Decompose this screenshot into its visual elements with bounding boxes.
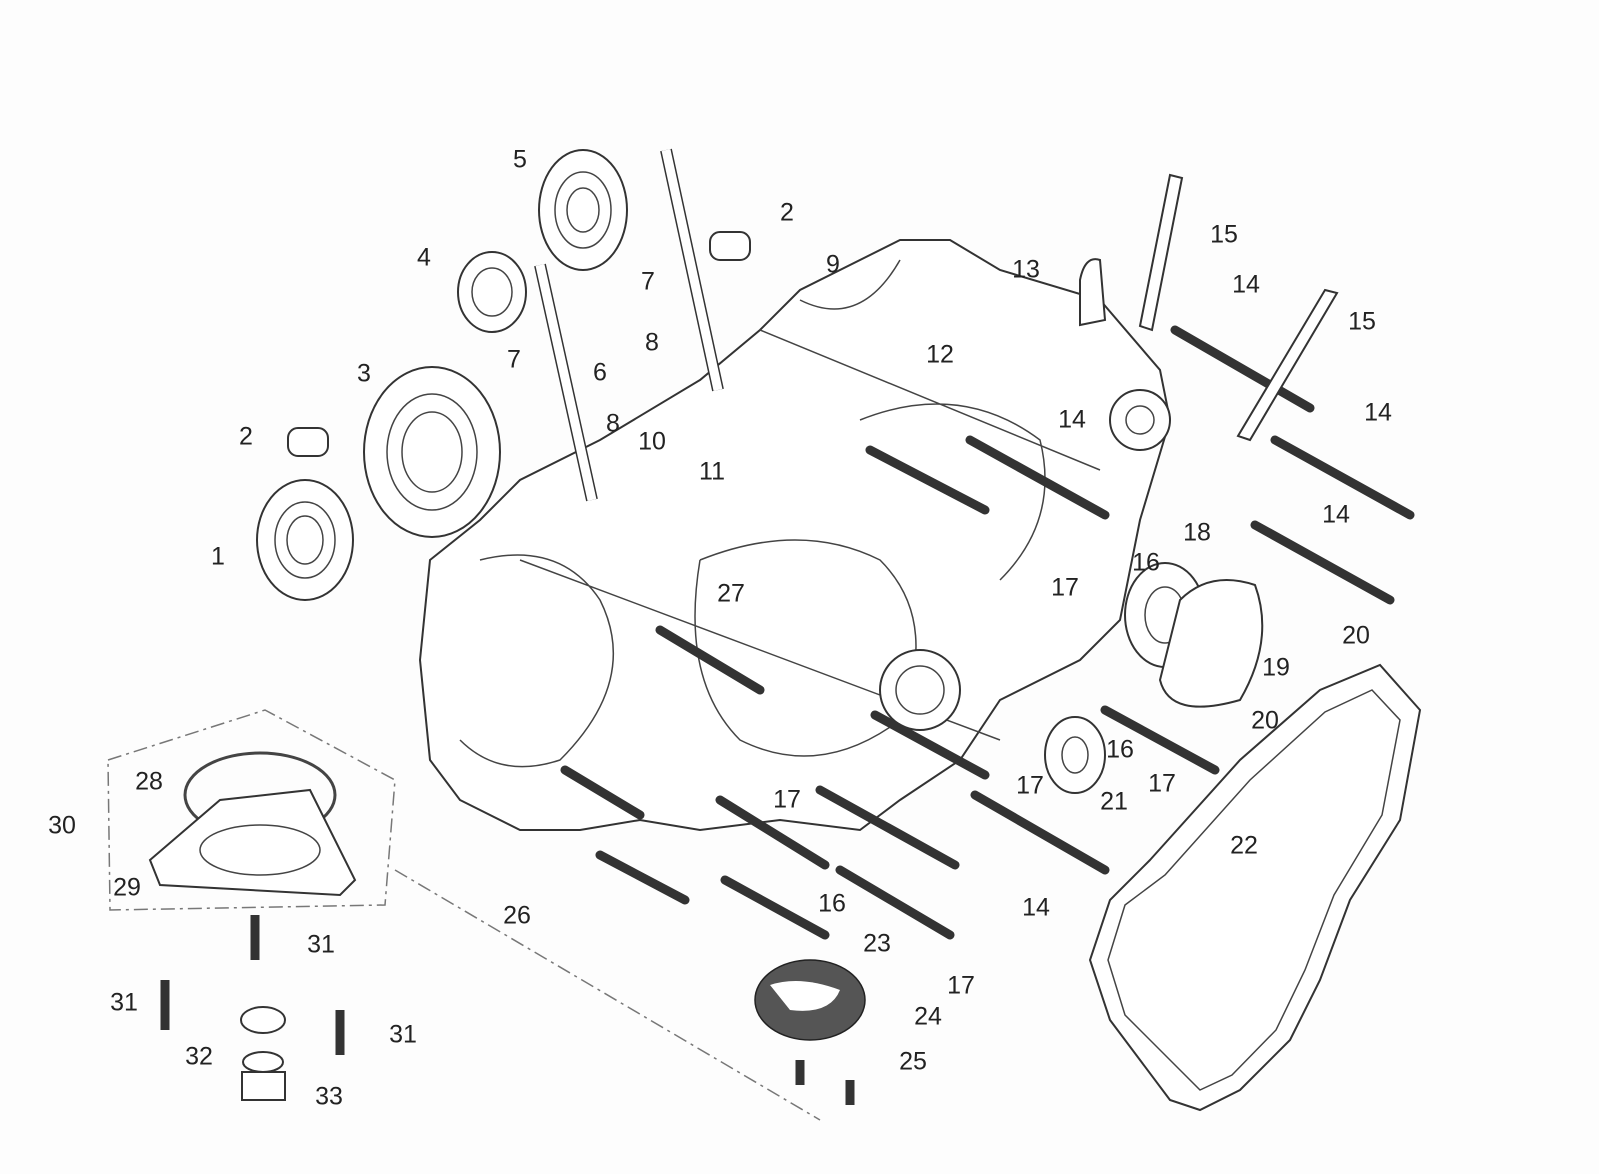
callout-9: 9	[826, 250, 840, 279]
bolts	[560, 325, 1415, 940]
assembly-boundary	[107, 709, 396, 911]
callout-17: 17	[773, 785, 801, 814]
callout-14: 14	[1364, 398, 1392, 427]
callout-2: 2	[239, 422, 253, 451]
callout-28: 28	[135, 767, 163, 796]
bearing-4	[457, 251, 527, 333]
bearing-3	[363, 366, 501, 538]
callout-23: 23	[863, 929, 891, 958]
callout-6: 6	[593, 358, 607, 387]
callout-13: 13	[1012, 255, 1040, 284]
callout-18: 18	[1183, 518, 1211, 547]
stud	[535, 264, 597, 501]
callout-15: 15	[1210, 220, 1238, 249]
callout-17: 17	[947, 971, 975, 1000]
callout-26: 26	[503, 901, 531, 930]
washer	[240, 1006, 286, 1034]
callout-1: 1	[211, 542, 225, 571]
dipstick	[1138, 173, 1184, 332]
bearing-1	[256, 479, 354, 601]
callout-20: 20	[1342, 621, 1370, 650]
gasket	[1088, 663, 1422, 1112]
callout-17: 17	[1148, 769, 1176, 798]
callout-20: 20	[1251, 706, 1279, 735]
callout-16: 16	[1106, 735, 1134, 764]
callout-30: 30	[48, 811, 76, 840]
callout-12: 12	[926, 340, 954, 369]
callout-32: 32	[185, 1042, 213, 1071]
callout-31: 31	[110, 988, 138, 1017]
callout-21: 21	[1100, 787, 1128, 816]
plate	[1158, 579, 1264, 708]
breather-fitting	[1079, 258, 1107, 327]
callout-5: 5	[513, 145, 527, 174]
bearing-5	[538, 149, 628, 271]
dowel-pin	[709, 231, 751, 261]
callout-16: 16	[1132, 548, 1160, 577]
crankcase	[418, 239, 1172, 832]
dowel-pin	[287, 427, 329, 457]
callout-19: 19	[1262, 653, 1290, 682]
callout-31: 31	[389, 1020, 417, 1049]
callout-16: 16	[818, 889, 846, 918]
callout-24: 24	[914, 1002, 942, 1031]
callout-14: 14	[1022, 893, 1050, 922]
callout-8: 8	[645, 328, 659, 357]
callout-7: 7	[641, 267, 655, 296]
callout-8: 8	[606, 409, 620, 438]
callout-2: 2	[780, 198, 794, 227]
callout-14: 14	[1232, 270, 1260, 299]
callout-29: 29	[113, 873, 141, 902]
bearing-seat	[879, 649, 961, 731]
callout-14: 14	[1058, 405, 1086, 434]
drain-plug	[241, 1071, 286, 1101]
callout-15: 15	[1348, 307, 1376, 336]
callout-31: 31	[307, 930, 335, 959]
callout-14: 14	[1322, 500, 1350, 529]
callout-27: 27	[717, 579, 745, 608]
oil-seal-21	[1044, 716, 1106, 794]
callout-3: 3	[357, 359, 371, 388]
callout-22: 22	[1230, 831, 1258, 860]
filter-cover	[148, 788, 357, 897]
callout-17: 17	[1016, 771, 1044, 800]
callout-10: 10	[638, 427, 666, 456]
callout-4: 4	[417, 243, 431, 272]
small-bolts	[160, 915, 855, 1105]
callout-17: 17	[1051, 573, 1079, 602]
callout-7: 7	[507, 345, 521, 374]
callout-33: 33	[315, 1082, 343, 1111]
dipstick	[1236, 288, 1339, 442]
callout-25: 25	[899, 1047, 927, 1076]
callout-11: 11	[699, 457, 725, 486]
